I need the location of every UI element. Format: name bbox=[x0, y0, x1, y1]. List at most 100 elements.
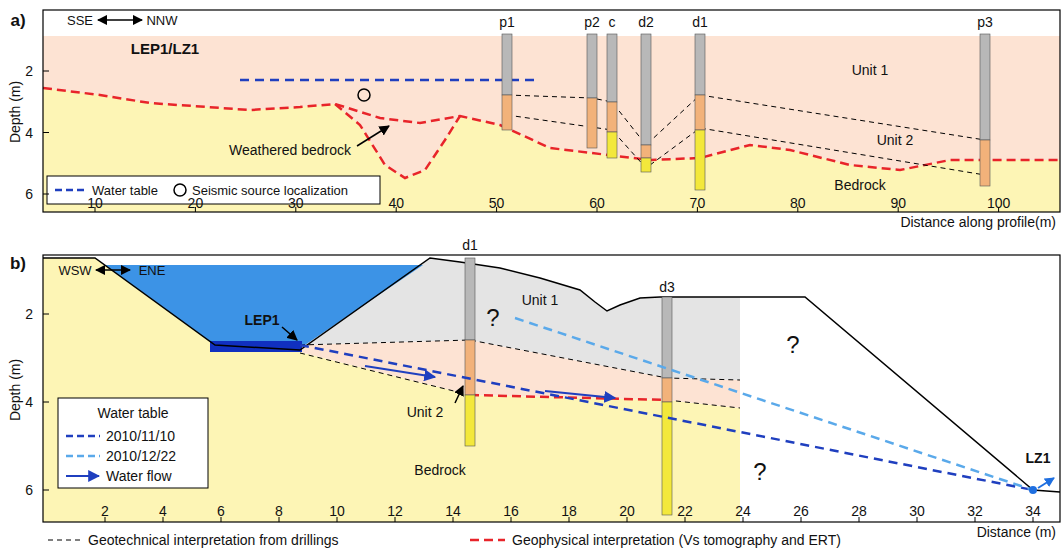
art-rect bbox=[502, 95, 512, 130]
art-rect bbox=[695, 34, 705, 95]
text-label: 80 bbox=[790, 196, 806, 210]
text-label: Unit 2 bbox=[407, 405, 444, 419]
art-rect bbox=[607, 34, 617, 102]
text-label: 2 bbox=[101, 504, 109, 518]
legend-sample bbox=[174, 184, 186, 196]
water-table-dec bbox=[515, 318, 1033, 490]
axis-ticks-a bbox=[43, 71, 999, 212]
text-label: p2 bbox=[584, 15, 600, 29]
text-label: 50 bbox=[489, 196, 505, 210]
geotech-boundary bbox=[507, 95, 985, 145]
legend-sample bbox=[66, 455, 100, 458]
text-label: 26 bbox=[793, 504, 809, 518]
legend-sample bbox=[470, 539, 505, 542]
art-rect bbox=[607, 132, 617, 158]
text-label: p1 bbox=[499, 15, 515, 29]
legend-text: 2010/11/10 bbox=[106, 429, 175, 443]
text-label: 10 bbox=[329, 504, 345, 518]
text-label: 40 bbox=[388, 196, 404, 210]
art-rect bbox=[641, 145, 651, 158]
text-label: 28 bbox=[851, 504, 867, 518]
text-label: d1 bbox=[462, 238, 478, 252]
text-label: Weathered bedrock bbox=[229, 143, 351, 157]
text-label: Bedrock bbox=[834, 178, 885, 192]
text-label: Distance along profile(m) bbox=[900, 215, 1056, 229]
text-label: 8 bbox=[275, 504, 283, 518]
orientation-arrow bbox=[96, 269, 130, 271]
art-rect bbox=[695, 95, 705, 130]
legend-text: Geotechnical interpretation from drillin… bbox=[88, 533, 339, 547]
legend-text: Water table bbox=[92, 184, 158, 197]
legend-sample bbox=[55, 189, 85, 192]
art-rect bbox=[465, 395, 475, 446]
art-rect bbox=[587, 34, 597, 98]
geotech-boundary bbox=[300, 340, 740, 380]
unit-1-2-ground bbox=[43, 36, 1060, 212]
text-label: 100 bbox=[987, 196, 1010, 210]
text-label: 32 bbox=[967, 504, 983, 518]
text-label: 24 bbox=[735, 504, 751, 518]
unknown-mark: ? bbox=[753, 460, 766, 484]
text-label: 2 bbox=[25, 64, 33, 78]
weathered-bedrock-boundary bbox=[335, 104, 460, 178]
text-label: Bedrock bbox=[414, 463, 465, 477]
text-label: c bbox=[609, 15, 616, 29]
art-line bbox=[43, 194, 49, 195]
text-label: 30 bbox=[909, 504, 925, 518]
water-table bbox=[240, 79, 535, 82]
text-label: SSE bbox=[67, 14, 93, 27]
boreholes-b bbox=[465, 258, 672, 515]
text-label: 90 bbox=[890, 196, 906, 210]
art-line bbox=[43, 402, 49, 403]
site-label: b) bbox=[10, 255, 26, 272]
text-label: 20 bbox=[188, 196, 204, 210]
text-label: 30 bbox=[288, 196, 304, 210]
unknown-mark: ? bbox=[486, 306, 499, 330]
art-rect bbox=[641, 34, 651, 145]
text-label: Unit 1 bbox=[852, 63, 889, 77]
site-label: LZ1 bbox=[1026, 451, 1051, 465]
text-label: 6 bbox=[25, 187, 33, 201]
text-label: 4 bbox=[25, 395, 33, 409]
legend-sample bbox=[66, 475, 99, 477]
art-rect bbox=[980, 34, 990, 140]
text-label: Unit 2 bbox=[877, 133, 914, 147]
unknown-mark: ? bbox=[786, 333, 799, 357]
orientation-arrow bbox=[98, 19, 142, 21]
legend-text: Seismic source localization bbox=[192, 184, 348, 197]
text-label: 16 bbox=[503, 504, 519, 518]
lz1-outflow bbox=[1038, 478, 1054, 488]
text-label: 12 bbox=[387, 504, 403, 518]
text-label: d1 bbox=[692, 15, 708, 29]
legend-text: Geophysical interpretation (Vs tomograph… bbox=[512, 533, 841, 547]
bedrock-boundary bbox=[43, 88, 1060, 170]
text-label: 70 bbox=[690, 196, 706, 210]
leader-arrow bbox=[282, 327, 297, 340]
site-label: a) bbox=[10, 12, 25, 29]
art-rect bbox=[587, 98, 597, 148]
art-rect bbox=[502, 34, 512, 95]
art-rect bbox=[695, 130, 705, 190]
axis-ticks-b bbox=[43, 314, 1033, 522]
boreholes-a bbox=[502, 34, 990, 190]
leader-arrow bbox=[455, 386, 463, 403]
text-label: 4 bbox=[25, 126, 33, 140]
legend-sample bbox=[66, 435, 100, 438]
geotech-boundary bbox=[507, 115, 985, 175]
text-label: 34 bbox=[1025, 504, 1041, 518]
lake-water bbox=[105, 265, 423, 347]
water-flow-arrow bbox=[365, 366, 435, 377]
text-label: d2 bbox=[638, 15, 654, 29]
art-line bbox=[43, 132, 49, 133]
bedrock-area bbox=[43, 88, 1060, 212]
text-label: 6 bbox=[217, 504, 225, 518]
site-label: LEP1/LZ1 bbox=[131, 41, 199, 56]
text-label: 18 bbox=[561, 504, 577, 518]
text-label: Distance (m) bbox=[977, 525, 1056, 539]
bedrock-area bbox=[43, 258, 740, 522]
text-label: Unit 1 bbox=[522, 293, 559, 307]
text-label: 4 bbox=[159, 504, 167, 518]
geotech-boundary bbox=[667, 400, 740, 408]
text-label: 10 bbox=[87, 196, 103, 210]
seismic-source bbox=[358, 89, 370, 101]
